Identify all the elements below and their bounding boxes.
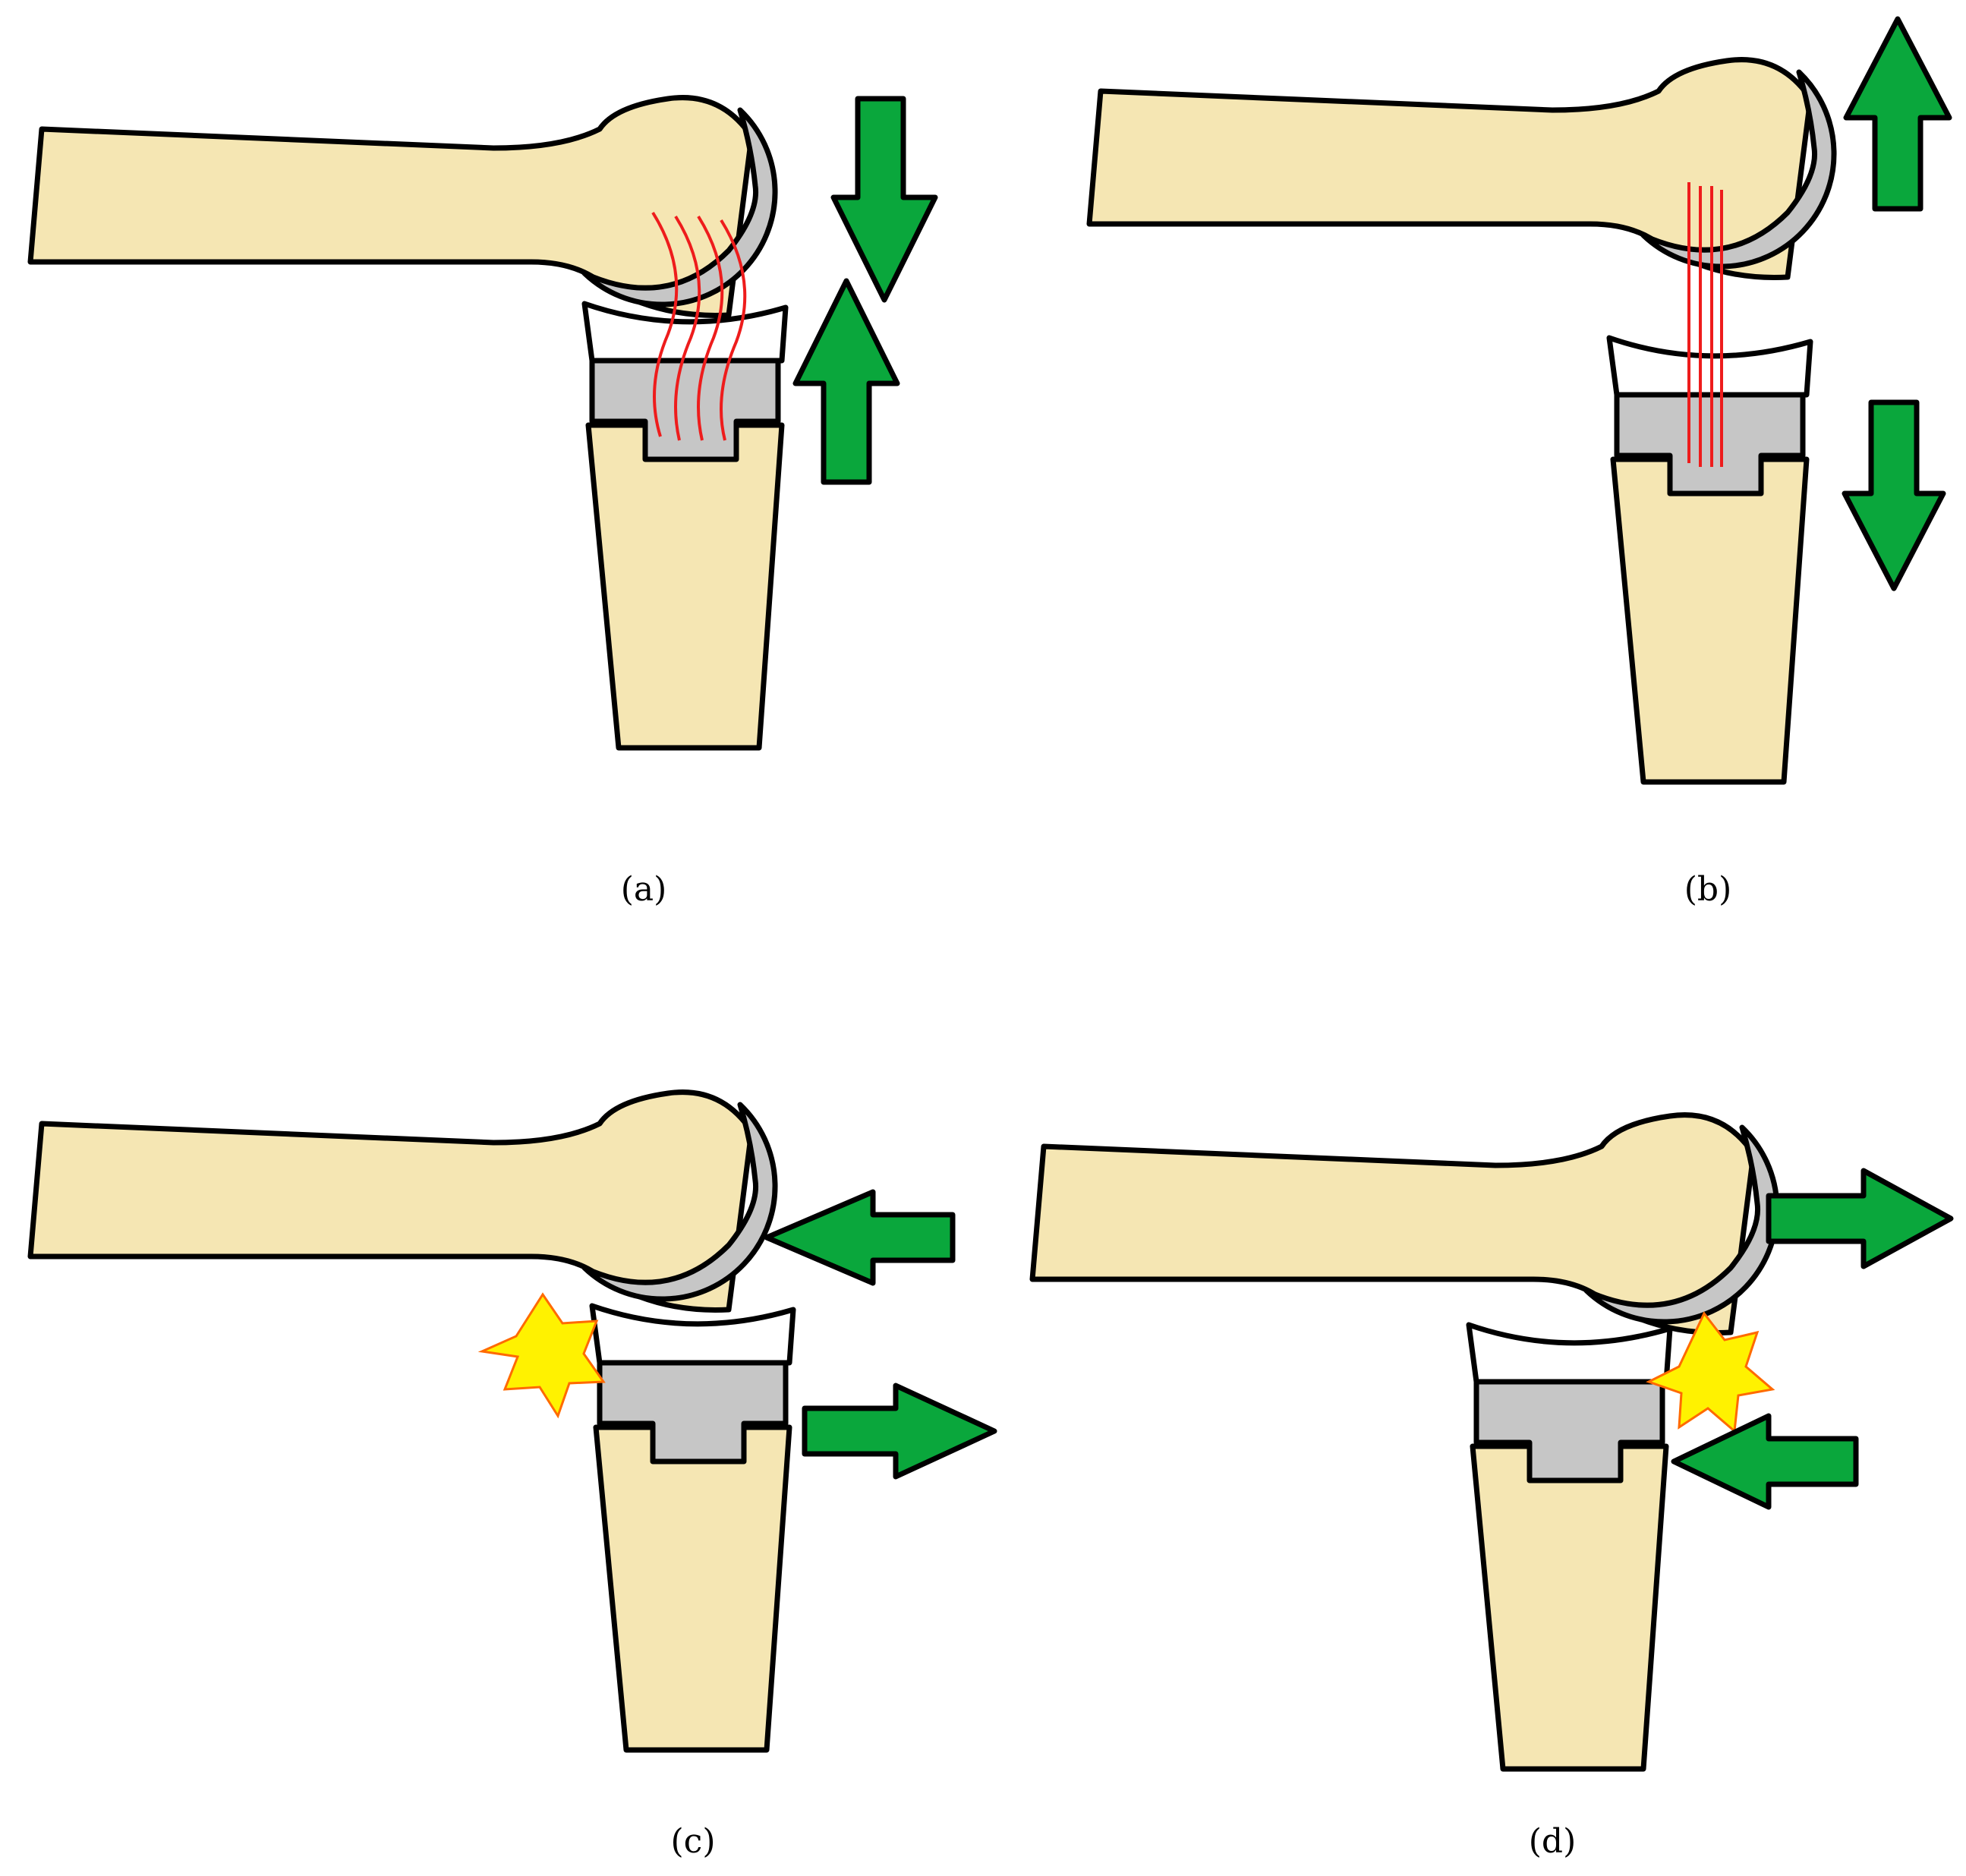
up-arrow-a <box>792 278 900 485</box>
panel-a <box>30 96 938 748</box>
panel-d <box>1032 1115 1954 1769</box>
impact-star-c <box>477 1292 606 1419</box>
tibia-b <box>1609 338 1810 782</box>
tibia-c <box>592 1306 793 1750</box>
tibia-d <box>1469 1325 1670 1769</box>
panel-b <box>1089 16 1952 782</box>
caption-d: (d) <box>1528 1822 1577 1861</box>
down-arrow-b <box>1842 399 1946 591</box>
up-arrow-b <box>1843 16 1952 212</box>
panel-c <box>30 1092 997 1750</box>
femur-d <box>1032 1115 1777 1333</box>
caption-a: (a) <box>620 870 667 909</box>
down-arrow-a <box>830 96 938 303</box>
ligament-a-loose <box>651 211 747 441</box>
ligament-b-taut <box>1687 182 1723 467</box>
caption-b: (b) <box>1684 870 1732 909</box>
femur-c <box>30 1092 775 1310</box>
femur-a <box>30 98 775 316</box>
left-arrow-d <box>1671 1413 1859 1510</box>
caption-c: (c) <box>670 1822 716 1861</box>
tibia-a <box>584 304 786 748</box>
right-arrow-c <box>802 1383 997 1480</box>
left-arrow-c <box>764 1189 956 1286</box>
right-arrow-d <box>1766 1168 1954 1269</box>
